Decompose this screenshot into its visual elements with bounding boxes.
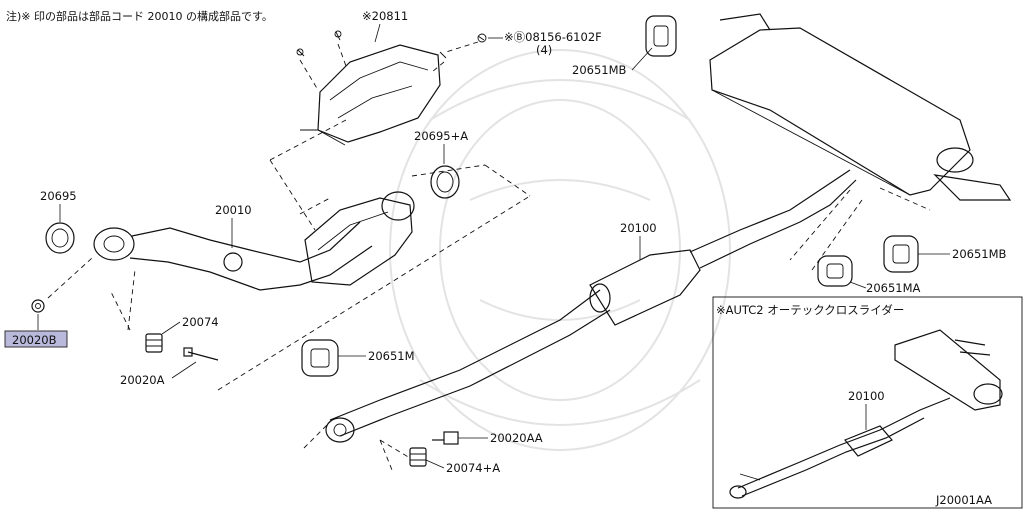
spring-20074-A[interactable] [409,447,427,467]
label-20651MB-right[interactable]: 20651MB [952,247,1007,261]
rear-muffler[interactable] [709,13,1012,201]
center-pipe-20100[interactable] [325,169,857,443]
label-20074-A[interactable]: 20074+A [446,461,500,475]
label-20020AA[interactable]: 20020AA [490,431,543,445]
label-20651MA[interactable]: 20651MA [866,281,921,295]
inset-title: ※AUTC2 オーテッククロスライダー [716,303,904,317]
label-20695-A[interactable]: 20695+A [414,129,468,143]
hanger-20651MA[interactable] [817,255,853,287]
heat-shield-20811[interactable] [300,44,441,146]
nut-20020B[interactable] [31,299,45,313]
label-20651MB-top[interactable]: 20651MB [572,63,627,77]
diagram-id: J20001AA [935,493,992,507]
inset-autc2: ※AUTC2 オーテッククロスライダー 20100 [712,296,1023,509]
label-20010[interactable]: 20010 [215,203,252,217]
front-pipe-20010[interactable] [93,191,415,291]
label-20020A[interactable]: 20020A [120,373,165,387]
hanger-20651MB-right[interactable] [883,235,919,273]
inset-label-20100[interactable]: 20100 [848,389,885,403]
parts-note: 注)※ 印の部品は部品コード 20010 の構成部品です。 [6,9,273,23]
watermark-emblem [389,49,731,451]
hanger-20651M[interactable] [301,339,339,377]
gasket-20695[interactable] [45,222,75,254]
label-08156-6102F[interactable]: ※Ⓑ08156-6102F [504,30,602,44]
label-20020B-highlight[interactable] [4,330,68,348]
bolt-20020A[interactable] [183,347,219,361]
inset-center-pipe[interactable] [729,397,951,499]
label-20811[interactable]: ※20811 [362,9,408,23]
inset-muffler[interactable] [894,329,1003,411]
label-20100[interactable]: 20100 [620,221,657,235]
bolt-20020AA[interactable] [432,431,459,445]
label-20074[interactable]: 20074 [182,315,219,329]
label-08156-qty: (4) [536,43,552,57]
label-20651M[interactable]: 20651M [368,349,415,363]
spring-20074[interactable] [145,333,163,353]
gasket-20695-A[interactable] [430,165,460,199]
hanger-20651MB-top[interactable] [645,15,677,57]
label-20020B: 20020B [12,333,57,347]
bolt-icon [296,30,487,59]
label-20695[interactable]: 20695 [40,189,77,203]
